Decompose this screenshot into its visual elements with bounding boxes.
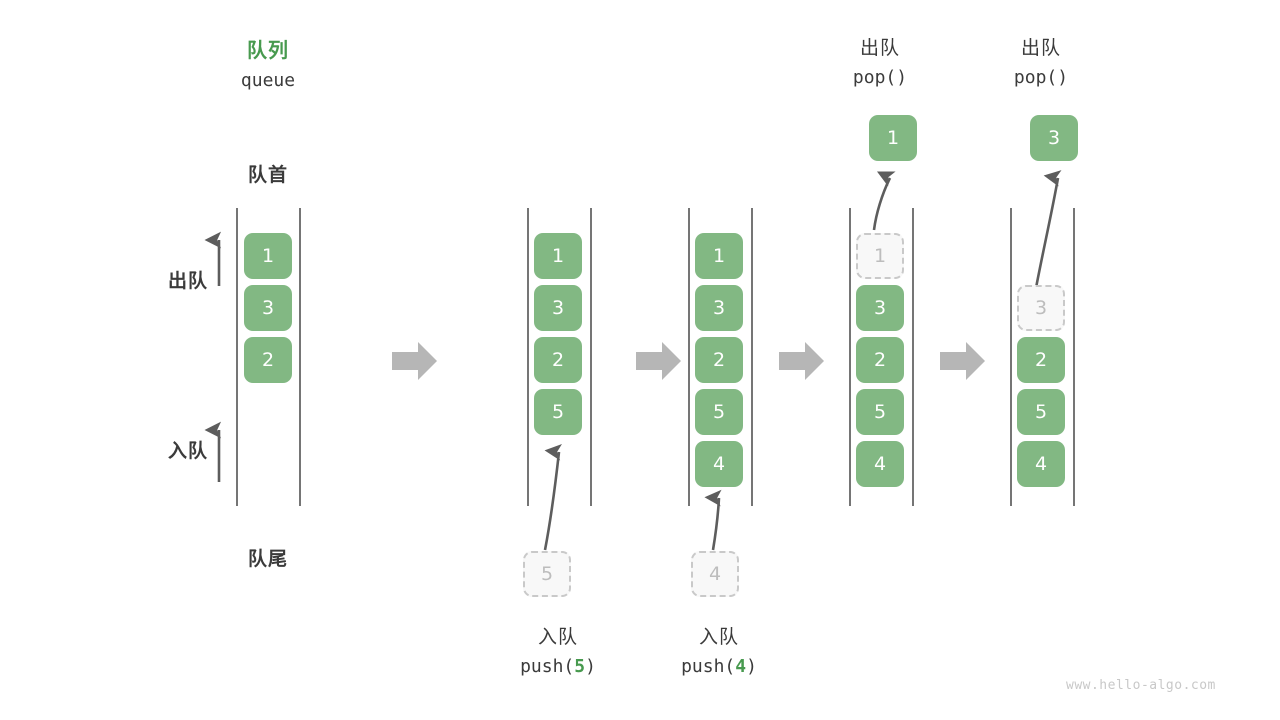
queue-cell: 5 <box>856 389 904 435</box>
queue-cell-vacated: 3 <box>1017 285 1065 331</box>
queue-cell: 4 <box>856 441 904 487</box>
push-caption-code: push(4) <box>647 656 791 677</box>
push-code-prefix: push( <box>520 656 575 677</box>
queue-cell: 3 <box>244 285 292 331</box>
push-code-arg: 4 <box>735 656 747 677</box>
step-arrow-icon <box>779 342 824 380</box>
rail-left <box>1010 208 1012 506</box>
push-code-arg: 5 <box>574 656 586 677</box>
queue-cell: 2 <box>1017 337 1065 383</box>
push-arrow-icon <box>543 443 562 551</box>
push-caption-cn: 入队 <box>698 626 739 648</box>
queue-cell: 1 <box>534 233 582 279</box>
push-caption-code: push(5) <box>486 656 630 677</box>
queue-cell: 1 <box>695 233 743 279</box>
queue-cell: 5 <box>1017 389 1065 435</box>
queue-cell: 3 <box>856 285 904 331</box>
popped-element: 1 <box>869 115 917 161</box>
queue-cell: 1 <box>244 233 292 279</box>
rail-left <box>849 208 851 506</box>
dequeue-direction-label: 出队 <box>167 270 208 292</box>
pop-caption-code: pop() <box>1013 67 1069 88</box>
queue-cell: 2 <box>534 337 582 383</box>
queue-rear-label: 队尾 <box>247 548 288 570</box>
rail-right <box>299 208 301 506</box>
queue-cell: 5 <box>695 389 743 435</box>
enqueue-direction-arrow-icon <box>204 421 222 482</box>
pop-arrow-icon <box>1034 170 1062 289</box>
push-code-prefix: push( <box>681 656 736 677</box>
rail-left <box>236 208 238 506</box>
queue-cell: 4 <box>1017 441 1065 487</box>
rail-right <box>1073 208 1075 506</box>
queue-cell: 2 <box>856 337 904 383</box>
queue-cell: 5 <box>534 389 582 435</box>
push-caption-cn: 入队 <box>537 626 578 648</box>
queue-cell: 2 <box>244 337 292 383</box>
pop-caption-code: pop() <box>852 67 908 88</box>
incoming-element-ghost: 4 <box>691 551 739 597</box>
pop-arrow-icon <box>872 171 896 231</box>
diagram-title-cn: 队列 <box>247 38 289 62</box>
push-code-suffix: ) <box>746 656 757 677</box>
enqueue-direction-label: 入队 <box>167 440 208 462</box>
rail-right <box>751 208 753 506</box>
queue-front-label: 队首 <box>247 164 288 186</box>
incoming-element-ghost: 5 <box>523 551 571 597</box>
rail-left <box>688 208 690 506</box>
queue-cell: 2 <box>695 337 743 383</box>
step-arrow-icon <box>392 342 437 380</box>
rail-right <box>590 208 592 506</box>
queue-cell-vacated: 1 <box>856 233 904 279</box>
queue-cell: 4 <box>695 441 743 487</box>
diagram-title-en: queue <box>240 70 296 91</box>
step-arrow-icon <box>940 342 985 380</box>
rail-left <box>527 208 529 506</box>
step-arrow-icon <box>636 342 681 380</box>
popped-element: 3 <box>1030 115 1078 161</box>
queue-cell: 3 <box>534 285 582 331</box>
watermark: www.hello-algo.com <box>1066 678 1216 693</box>
pop-caption-cn: 出队 <box>1020 37 1061 59</box>
dequeue-direction-arrow-icon <box>204 231 222 286</box>
push-arrow-icon <box>704 489 722 551</box>
rail-right <box>912 208 914 506</box>
pop-caption-cn: 出队 <box>859 37 900 59</box>
queue-cell: 3 <box>695 285 743 331</box>
push-code-suffix: ) <box>585 656 596 677</box>
